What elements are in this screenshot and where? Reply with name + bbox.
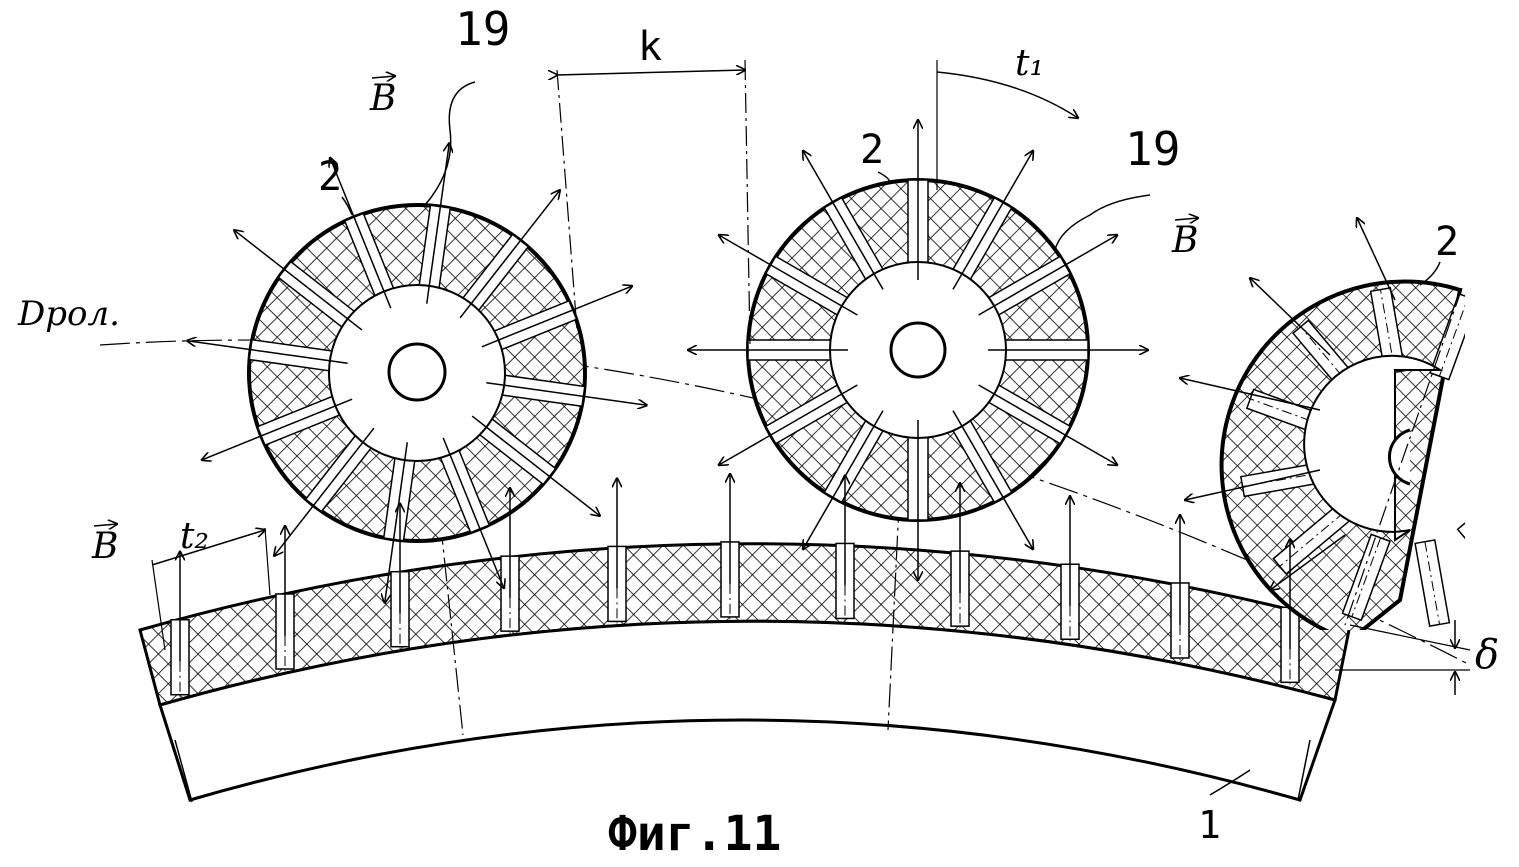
dim-k bbox=[557, 59, 751, 346]
field-arrow bbox=[486, 381, 646, 406]
field-arrow bbox=[459, 190, 560, 319]
field-arrow bbox=[1180, 378, 1321, 411]
field-arrow bbox=[385, 442, 409, 602]
label-1: 1 bbox=[1198, 803, 1221, 847]
slot bbox=[1469, 340, 1519, 409]
leader-19-left bbox=[424, 81, 476, 206]
slot bbox=[1487, 477, 1519, 525]
roller-left-field-arrows bbox=[187, 143, 646, 602]
label-D-rol: Dрол. bbox=[17, 294, 120, 334]
dim-delta bbox=[1335, 620, 1471, 695]
label-B-right: B bbox=[1171, 220, 1198, 261]
roller-right-cut-edge bbox=[1344, 287, 1463, 626]
slot bbox=[1456, 522, 1465, 540]
roller-left-hub bbox=[387, 342, 447, 402]
field-arrow bbox=[234, 230, 363, 331]
dim-t1 bbox=[936, 60, 1078, 190]
field-arrow bbox=[1250, 278, 1331, 356]
label-2-mid: 2 bbox=[860, 127, 884, 173]
centerline-left bbox=[416, 299, 464, 736]
field-arrow bbox=[481, 286, 632, 348]
slot-axis bbox=[1464, 523, 1465, 524]
field-arrow bbox=[471, 415, 600, 516]
roller-right-hub bbox=[1387, 428, 1411, 486]
roller-right-field-arrows bbox=[1180, 218, 1396, 590]
field-arrow bbox=[719, 235, 858, 316]
slot-axis bbox=[1495, 427, 1519, 442]
slot-axis bbox=[1424, 541, 1441, 625]
label-2-left: 2 bbox=[318, 154, 342, 200]
vector-bar-B-bottom-left bbox=[93, 524, 117, 526]
slot-axis bbox=[1379, 289, 1396, 373]
leader-1 bbox=[1209, 769, 1251, 796]
figure-caption: Фиг.11 bbox=[608, 806, 781, 862]
field-arrow bbox=[442, 437, 504, 588]
field-arrow bbox=[202, 398, 353, 460]
leader-19-right bbox=[1054, 194, 1151, 251]
field-arrow bbox=[1270, 534, 1346, 590]
stator-inner-band bbox=[158, 619, 1337, 802]
vector-bar-B-right bbox=[1174, 218, 1198, 220]
label-2-right: 2 bbox=[1435, 219, 1459, 265]
field-arrow bbox=[274, 427, 375, 556]
field-arrow bbox=[1185, 469, 1321, 500]
slot-axis bbox=[1476, 348, 1519, 402]
roller-mid-field-arrows bbox=[688, 120, 1148, 580]
label-19-right: 19 bbox=[1125, 122, 1180, 176]
slot-axis bbox=[1491, 486, 1519, 515]
leader-2-left bbox=[341, 196, 353, 216]
field-arrow bbox=[952, 151, 1033, 290]
label-k: k bbox=[638, 24, 662, 70]
label-t2: t₂ bbox=[180, 516, 209, 557]
label-19-left: 19 bbox=[455, 2, 510, 56]
roller-right-inner bbox=[1303, 354, 1444, 542]
ring-dim-left bbox=[174, 739, 193, 803]
field-arrow bbox=[719, 384, 858, 465]
slot-axis bbox=[1351, 537, 1382, 617]
stator-field-arrows bbox=[180, 474, 1290, 662]
label-delta: δ bbox=[1475, 632, 1499, 678]
label-B-bottom-left: B bbox=[91, 526, 118, 567]
vector-bar-B-left-top bbox=[371, 76, 395, 78]
slot-axis bbox=[1438, 304, 1465, 377]
roller-right bbox=[1180, 218, 1519, 630]
slot bbox=[1493, 418, 1519, 452]
slot bbox=[1429, 292, 1465, 381]
roller-middle bbox=[688, 120, 1148, 580]
roller-left bbox=[187, 143, 646, 602]
roller-mid-hub bbox=[889, 321, 947, 379]
field-arrow bbox=[978, 384, 1118, 465]
leader-2-right bbox=[1419, 261, 1441, 286]
field-arrow bbox=[978, 235, 1118, 316]
field-arrow bbox=[803, 151, 884, 290]
field-arrow bbox=[1357, 218, 1396, 301]
ring-dim-right bbox=[1297, 739, 1311, 801]
label-t1: t₁ bbox=[1015, 43, 1044, 84]
leader-2-mid bbox=[877, 171, 891, 184]
field-arrow bbox=[952, 410, 1033, 550]
dim-t2 bbox=[151, 528, 271, 651]
label-B-left-top: B bbox=[369, 78, 396, 119]
field-arrow bbox=[330, 158, 392, 309]
field-arrow bbox=[187, 341, 348, 365]
